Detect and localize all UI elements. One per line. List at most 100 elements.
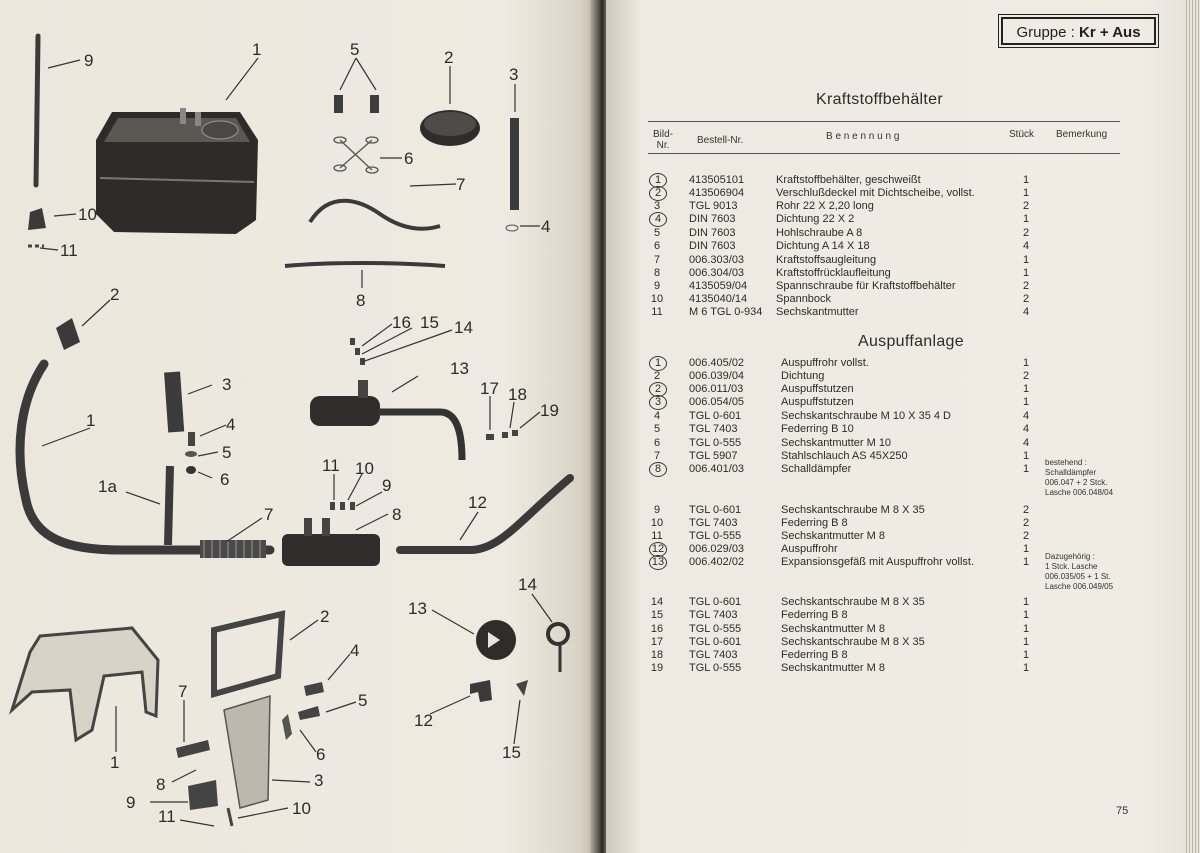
label-exhaust-14: 14 [454, 318, 473, 337]
row-stueck: 4 [1023, 437, 1030, 449]
row-stueck: 4 [1023, 306, 1030, 318]
label-exhaust-13: 13 [450, 359, 469, 378]
label-stand-10: 10 [292, 799, 311, 818]
row-bild-nr: 8 [653, 267, 661, 279]
row-benennung: Stahlschlauch AS 45X250 [781, 450, 908, 462]
label-stand-9: 9 [126, 793, 135, 812]
row-bild-nr: 13 [649, 555, 667, 570]
row-bestell-nr: 413505101 [689, 174, 745, 186]
row-bild-nr: 7 [653, 254, 661, 266]
seal-rings-drawing [333, 136, 379, 174]
hollow-screw-drawing [370, 95, 379, 113]
label-small-13: 13 [408, 599, 427, 618]
row-stueck: 1 [1023, 357, 1030, 369]
label-tank-8: 8 [356, 291, 365, 310]
right-page-parts-list [606, 0, 1200, 853]
row-bild-nr: 15 [650, 609, 664, 621]
tail-pipe-drawing [396, 474, 574, 554]
row-bestell-nr: 006.304/03 [689, 267, 745, 279]
tension-bolt-drawing [33, 33, 41, 188]
row-bild-nr: 4 [653, 410, 661, 422]
row-bild-nr: 2 [653, 370, 661, 382]
note-expansion-accessories: Dazugehörig : 1 Stck. Lasche 006.035/05 … [1045, 552, 1113, 592]
row-stueck: 1 [1023, 556, 1030, 568]
label-exhaust-10: 10 [355, 459, 374, 478]
header-stueck: Stück [1009, 129, 1035, 140]
exhaust-stub-drawing [164, 371, 185, 433]
exhaust-pipe-1a-drawing [164, 465, 174, 546]
header-bemerkung: Bemerkung [1056, 129, 1108, 140]
header-bestell-nr: Bestell-Nr. [697, 135, 744, 146]
row-stueck: 4 [1023, 240, 1030, 252]
expansion-chamber-drawing [310, 396, 380, 426]
row-bestell-nr: 006.405/02 [689, 357, 745, 369]
exhaust-group: 2 3 1 4 5 6 16 15 14 13 17 18 19 11 10 9… [15, 285, 574, 566]
section-title-exhaust: Auspuffanlage [858, 333, 964, 350]
label-stand-11: 11 [158, 807, 176, 826]
row-stueck: 1 [1023, 174, 1030, 186]
row-bild-nr: 9 [653, 280, 661, 292]
label-tank-3: 3 [509, 65, 518, 84]
section-title-fuel-tank: Kraftstoffbehälter [816, 91, 943, 108]
header-bild-nr: Bild- Nr. [650, 129, 676, 151]
label-small-14: 14 [518, 575, 537, 594]
clamp-block-drawing [28, 208, 46, 230]
row-bild-nr: 10 [650, 517, 664, 529]
row-stueck: 1 [1023, 383, 1030, 395]
row-bestell-nr: DIN 7603 [689, 227, 736, 239]
row-benennung: Kraftstoffbehälter, geschweißt [776, 174, 921, 186]
label-stand-1: 1 [110, 753, 119, 772]
label-stand-8: 8 [156, 775, 165, 794]
row-bestell-nr: DIN 7603 [689, 213, 736, 225]
row-benennung: Hohlschraube A 8 [776, 227, 863, 239]
small-parts-group: 13 14 12 15 [408, 575, 570, 762]
row-bestell-nr: 006.011/03 [689, 383, 744, 395]
cone-washer-drawing [516, 680, 528, 696]
row-bestell-nr: TGL 0-601 [689, 596, 742, 608]
label-exhaust-7: 7 [264, 505, 273, 524]
label-small-15: 15 [502, 743, 521, 762]
label-tank-9: 9 [84, 51, 93, 70]
label-small-12: 12 [414, 711, 433, 730]
row-bild-nr: 10 [650, 293, 664, 305]
tube-drawing [510, 118, 519, 210]
parts-diagram: 9 1 5 2 3 6 7 4 10 11 8 [8, 33, 574, 827]
row-bestell-nr: 006.029/03 [689, 543, 745, 555]
label-exhaust-4: 4 [226, 415, 235, 434]
label-tank-6: 6 [404, 149, 413, 168]
row-stueck: 2 [1023, 200, 1030, 212]
row-bestell-nr: 4135059/04 [689, 280, 748, 292]
row-benennung: Dichtung [781, 370, 825, 382]
row-bild-nr: 5 [653, 227, 661, 239]
row-bestell-nr: TGL 0-601 [689, 504, 742, 516]
row-stueck: 1 [1023, 609, 1030, 621]
gasket-drawing [505, 224, 519, 232]
row-bestell-nr: 413506904 [689, 187, 745, 199]
row-bild-nr: 19 [650, 662, 664, 674]
label-stand-7: 7 [178, 682, 187, 701]
row-bild-nr: 3 [649, 395, 667, 410]
muffler-drawing [282, 534, 380, 566]
label-exhaust-5: 5 [222, 443, 231, 462]
row-benennung: Sechskantschraube M 8 X 35 [781, 504, 925, 516]
label-stand-3: 3 [314, 771, 323, 790]
row-benennung: Expansionsgefäß mit Auspuffrohr vollst. [781, 556, 975, 568]
label-tank-10: 10 [78, 205, 97, 224]
note1-line1: bestehend : [1045, 458, 1087, 467]
row-bestell-nr: 006.039/04 [689, 370, 745, 382]
label-tank-4: 4 [541, 217, 550, 236]
row-stueck: 2 [1023, 293, 1030, 305]
note1-line3: 006.047 + 2 Stck. [1045, 478, 1108, 487]
group-code: Kr + Aus [1079, 24, 1141, 41]
row-bild-nr: 2 [649, 186, 667, 201]
label-tank-11: 11 [60, 241, 78, 260]
label-exhaust-18: 18 [508, 385, 527, 404]
row-benennung: Kraftstoffrücklaufleitung [776, 267, 891, 279]
row-stueck: 1 [1023, 596, 1030, 608]
label-tank-7: 7 [456, 175, 465, 194]
row-bild-nr: 17 [650, 636, 664, 648]
shield-panel-drawing [223, 694, 271, 809]
label-exhaust-19: 19 [540, 401, 559, 420]
stand-frame-drawing [8, 626, 160, 743]
row-benennung: Schalldämpfer [781, 463, 852, 475]
